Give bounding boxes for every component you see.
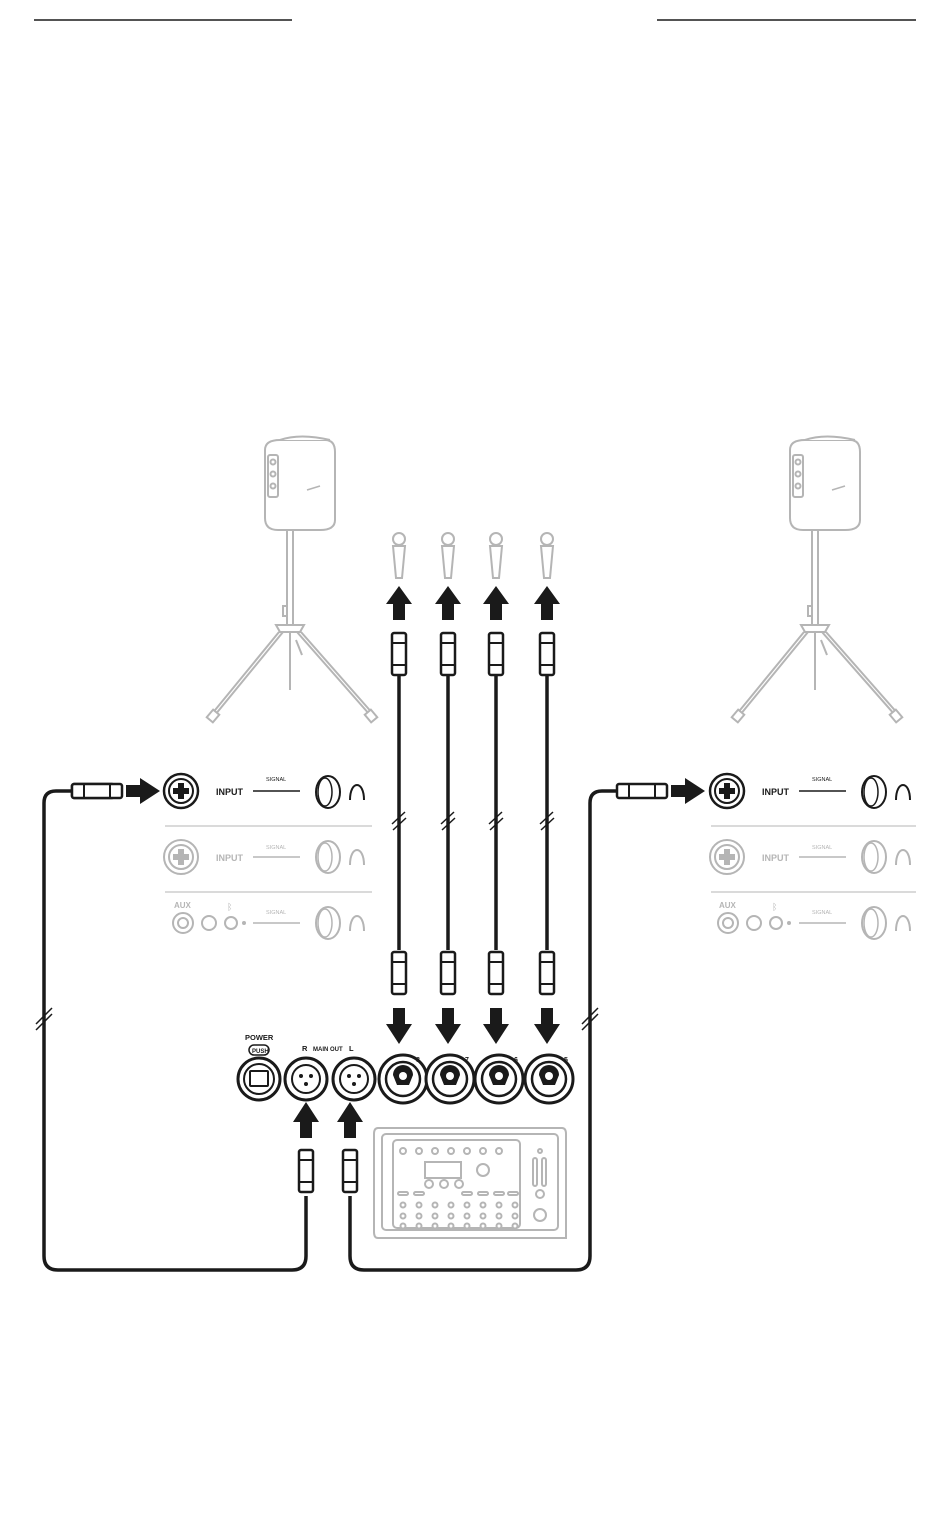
left-bluetooth-icon: ᛒ — [227, 902, 232, 912]
right-row2-signal-label: SIGNAL — [812, 845, 832, 851]
channel-8-label: 8 — [416, 1057, 420, 1064]
main-out-l-label: L — [349, 1044, 354, 1053]
left-row2-signal-label: SIGNAL — [266, 845, 286, 851]
mic-channel-5 — [534, 533, 560, 1044]
mic-channel-7 — [435, 533, 461, 1044]
right-row3-aux-label: AUX — [719, 901, 737, 910]
right-row1-signal-label: SIGNAL — [812, 777, 832, 783]
main-out-r-connector — [285, 1058, 327, 1100]
left-row1-signal-label: SIGNAL — [266, 777, 286, 783]
mic-channel-8 — [386, 533, 412, 1044]
channel-6-label: 6 — [514, 1057, 518, 1064]
right-row3-signal-label: SIGNAL — [812, 910, 832, 916]
left-row2-input-label: INPUT — [216, 853, 244, 863]
mixer-back-panel: POWER PUSH R MAIN OUT L 8 7 6 5 — [238, 1033, 573, 1103]
main-out-l-connector — [333, 1058, 375, 1100]
left-row1-input-label: INPUT — [216, 787, 244, 797]
push-label: PUSH — [252, 1049, 269, 1055]
microphones-and-cables — [386, 533, 560, 1044]
right-bluetooth-icon: ᛒ — [772, 902, 777, 912]
power-label: POWER — [245, 1033, 274, 1042]
channel-7-label: 7 — [465, 1057, 469, 1064]
left-speaker-on-stand — [207, 437, 378, 723]
mixer-top-illustration — [374, 1128, 566, 1238]
main-out-r-label: R — [302, 1044, 308, 1053]
main-out-label: MAIN OUT — [313, 1047, 343, 1053]
channel-5-label: 5 — [564, 1057, 568, 1064]
mic-channel-6 — [483, 533, 509, 1044]
left-row3-signal-label: SIGNAL — [266, 910, 286, 916]
right-speaker-input-panel: INPUT SIGNAL INPUT SIGNAL AUX ᛒ SIGNAL — [710, 774, 916, 939]
right-speaker-on-stand — [732, 437, 903, 723]
right-row1-input-label: INPUT — [762, 787, 790, 797]
left-speaker-input-panel: INPUT SIGNAL INPUT SIGNAL AUX ᛒ SIGNAL — [164, 774, 372, 939]
right-row2-input-label: INPUT — [762, 853, 790, 863]
left-row3-aux-label: AUX — [174, 901, 192, 910]
